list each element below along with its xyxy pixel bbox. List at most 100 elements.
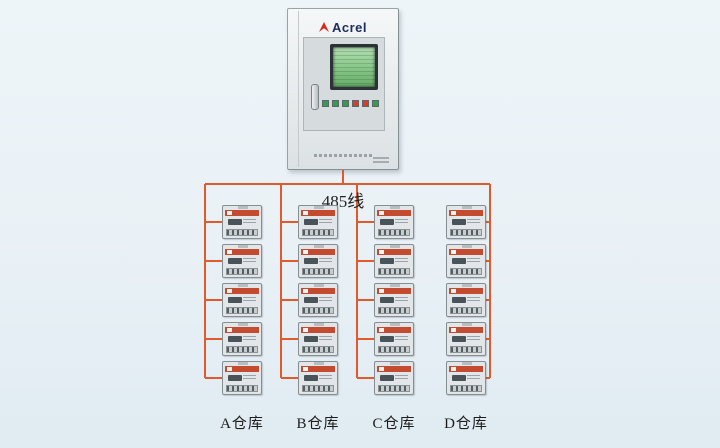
- energy-meter-device: [374, 244, 414, 278]
- band-chip: [227, 250, 232, 254]
- energy-meter-device: [446, 361, 486, 395]
- device-markings: [467, 219, 480, 225]
- alarm-band: [225, 366, 259, 372]
- energy-meter-device: [374, 322, 414, 356]
- device-display: [228, 297, 242, 303]
- device-markings: [395, 258, 408, 264]
- device-display: [452, 336, 466, 342]
- energy-meter-device: [222, 244, 262, 278]
- din-clip: [462, 362, 472, 365]
- band-chip: [451, 250, 456, 254]
- terminal-block: [450, 385, 482, 392]
- alarm-band: [377, 327, 411, 333]
- alarm-band: [225, 210, 259, 216]
- device-display: [380, 258, 394, 264]
- energy-meter-device: [298, 205, 338, 239]
- device-markings: [319, 297, 332, 303]
- terminal-block: [378, 385, 410, 392]
- band-chip: [379, 211, 384, 215]
- band-chip: [451, 211, 456, 215]
- terminal-block: [302, 229, 334, 236]
- device-display: [380, 336, 394, 342]
- alarm-band: [449, 288, 483, 294]
- device-markings: [467, 297, 480, 303]
- device-markings: [243, 219, 256, 225]
- band-chip: [303, 328, 308, 332]
- band-chip: [379, 367, 384, 371]
- terminal-block: [226, 307, 258, 314]
- din-clip: [462, 323, 472, 326]
- energy-meter-device: [298, 361, 338, 395]
- terminal-block: [378, 229, 410, 236]
- warehouse-label-B: B仓库: [296, 416, 340, 432]
- device-column-A: [222, 205, 262, 395]
- energy-meter-device: [446, 283, 486, 317]
- terminal-block: [450, 307, 482, 314]
- terminal-block: [302, 268, 334, 275]
- device-column-C: [374, 205, 414, 395]
- device-display: [380, 219, 394, 225]
- band-chip: [379, 289, 384, 293]
- device-display: [380, 297, 394, 303]
- din-clip: [390, 284, 400, 287]
- device-markings: [243, 297, 256, 303]
- band-chip: [451, 367, 456, 371]
- terminal-block: [226, 346, 258, 353]
- device-display: [452, 219, 466, 225]
- band-chip: [451, 289, 456, 293]
- din-clip: [238, 245, 248, 248]
- din-clip: [390, 206, 400, 209]
- din-clip: [390, 323, 400, 326]
- terminal-block: [450, 229, 482, 236]
- device-display: [304, 258, 318, 264]
- energy-meter-device: [298, 322, 338, 356]
- door-handle: [311, 84, 319, 110]
- din-clip: [314, 245, 324, 248]
- device-markings: [243, 336, 256, 342]
- terminal-block: [226, 229, 258, 236]
- acrel-brand-text: Acrel: [331, 19, 368, 35]
- device-column-B: [298, 205, 338, 395]
- din-clip: [238, 284, 248, 287]
- device-column-D: [446, 205, 486, 395]
- alarm-band: [301, 210, 335, 216]
- band-chip: [227, 328, 232, 332]
- indicator-light-1: [322, 100, 329, 107]
- acrel-logo-icon: [318, 22, 329, 32]
- warehouse-label-A: A仓库: [220, 416, 264, 432]
- indicator-light-4: [352, 100, 359, 107]
- energy-meter-device: [222, 361, 262, 395]
- monitoring-cabinet: Acrel: [287, 8, 399, 170]
- indicator-buttons: [322, 100, 379, 107]
- device-markings: [395, 375, 408, 381]
- din-clip: [462, 206, 472, 209]
- device-display: [452, 297, 466, 303]
- device-display: [304, 219, 318, 225]
- band-chip: [303, 289, 308, 293]
- din-clip: [314, 206, 324, 209]
- band-chip: [227, 211, 232, 215]
- energy-meter-device: [446, 205, 486, 239]
- terminal-block: [302, 307, 334, 314]
- band-chip: [379, 250, 384, 254]
- energy-meter-device: [446, 322, 486, 356]
- cabinet-front-panel: [303, 37, 385, 131]
- din-clip: [238, 206, 248, 209]
- energy-meter-device: [222, 205, 262, 239]
- alarm-band: [449, 366, 483, 372]
- cabinet-nameplate-text: [314, 154, 372, 157]
- device-markings: [243, 258, 256, 264]
- energy-meter-device: [222, 322, 262, 356]
- din-clip: [390, 362, 400, 365]
- alarm-band: [449, 327, 483, 333]
- device-display: [228, 258, 242, 264]
- indicator-light-5: [362, 100, 369, 107]
- device-display: [228, 219, 242, 225]
- device-markings: [395, 336, 408, 342]
- alarm-band: [377, 288, 411, 294]
- device-markings: [319, 375, 332, 381]
- alarm-band: [301, 366, 335, 372]
- alarm-band: [301, 249, 335, 255]
- din-clip: [314, 362, 324, 365]
- band-chip: [227, 289, 232, 293]
